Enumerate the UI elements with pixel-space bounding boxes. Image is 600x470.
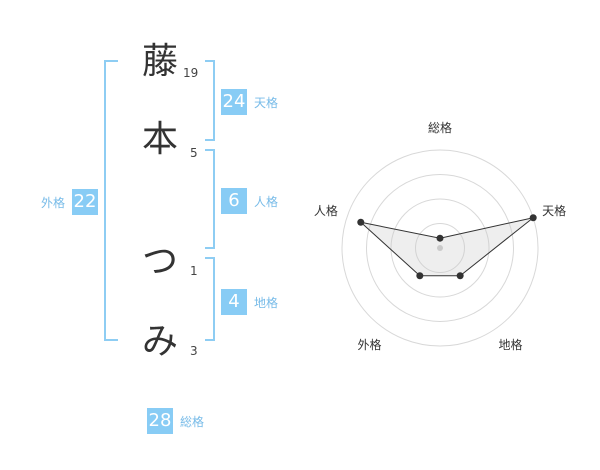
radar-center [437,245,443,251]
radar-axis-label-2: 地格 [499,337,523,352]
radar-point-0 [436,234,444,242]
radar-point-2 [456,272,464,280]
radar-ring-2 [390,198,490,298]
jinkaku-bracket [205,149,215,249]
gaikaku-value: 22 [72,189,98,215]
jinkaku-value: 6 [221,188,247,214]
name-char-3: つ [141,241,178,282]
tenkaku-bracket [205,60,215,141]
stroke-count-1: 19 [183,66,199,80]
radar-point-3 [416,272,424,280]
stroke-count-2: 5 [190,146,198,160]
radar-axis-label-4: 人格 [314,203,338,218]
soukaku-value: 28 [147,408,173,434]
gaikaku-bracket [104,60,118,341]
radar-point-1 [529,214,537,222]
radar-axis-label-1: 天格 [542,203,566,218]
radar-polygon [359,217,534,277]
tenkaku-value: 24 [221,89,247,115]
chikaku-bracket [205,257,215,341]
radar-point-4 [357,218,365,226]
jinkaku-label: 人格 [254,195,279,209]
gaikaku-label: 外格 [41,196,66,210]
stroke-count-3: 1 [190,264,198,278]
chikaku-label: 地格 [254,296,279,310]
stroke-count-4: 3 [190,344,198,358]
name-char-1: 藤 [141,41,178,82]
soukaku-label: 総格 [180,415,205,429]
radar-ring-1 [415,223,465,273]
radar-axis-label-0: 総格 [428,120,452,135]
radar-ring-4 [341,149,539,347]
radar-ring-3 [366,174,514,322]
name-char-4: み [141,321,178,362]
tenkaku-label: 天格 [254,96,279,110]
radar-axis-label-3: 外格 [357,337,381,352]
name-char-2: 本 [141,119,178,160]
chikaku-value: 4 [221,289,247,315]
